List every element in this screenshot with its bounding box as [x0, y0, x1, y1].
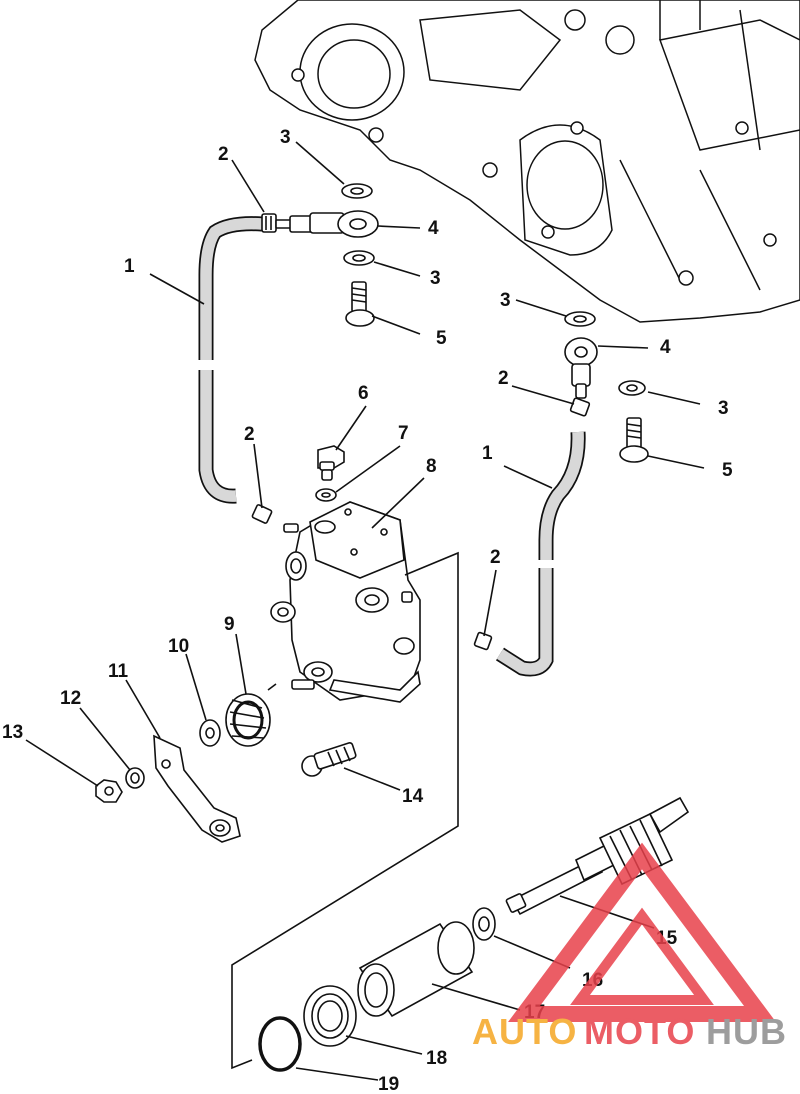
drive-gear-shaft	[505, 796, 690, 916]
return-spring	[225, 683, 277, 747]
banjo-bolt-left	[345, 281, 375, 327]
callout-6: 6	[358, 383, 369, 404]
hose-clamp-right-upper	[569, 397, 591, 417]
callout-19: 19	[378, 1074, 399, 1094]
lock-washer	[125, 767, 145, 789]
thrust-washer	[199, 719, 221, 747]
banjo-fitting-right	[564, 337, 598, 399]
callout-2-right-lower: 2	[490, 547, 501, 568]
callout-5-right: 5	[722, 460, 733, 481]
hose-left-lower	[198, 370, 237, 504]
washer-left-bottom	[343, 250, 375, 266]
callout-7: 7	[398, 423, 409, 444]
control-lever	[153, 734, 241, 843]
automotohub-watermark: AUTO MOTO HUB	[472, 842, 787, 1052]
leader-lines	[25, 141, 705, 1081]
mounting-bolt	[301, 742, 357, 777]
hex-nut	[95, 779, 123, 803]
callout-11: 11	[108, 661, 129, 682]
watermark-text-hub: HUB	[706, 1011, 787, 1052]
callout-8: 8	[426, 456, 437, 477]
shaft-washer	[472, 907, 496, 941]
watermark-triangle-logo	[508, 842, 776, 1022]
callout-4-right: 4	[660, 337, 671, 358]
inset-frame	[231, 551, 459, 1070]
callout-3-right-bottom: 3	[718, 398, 729, 419]
watermark-text-moto: MOTO	[584, 1011, 695, 1052]
callout-4-left: 4	[428, 218, 439, 239]
callout-10: 10	[168, 636, 189, 657]
callout-3-left-top: 3	[280, 127, 291, 148]
callout-2-left: 2	[244, 424, 255, 445]
callout-12: 12	[60, 688, 81, 709]
oil-pump-body	[270, 501, 421, 703]
callout-2-right-upper: 2	[498, 368, 509, 389]
hose-clamp-left	[251, 504, 273, 524]
washer-right-bottom	[618, 380, 646, 396]
callout-18: 18	[426, 1048, 447, 1069]
washer-right-top	[564, 311, 596, 327]
callout-9: 9	[224, 614, 235, 635]
hose-clamp-top	[261, 213, 277, 233]
pump-shaft	[291, 679, 315, 690]
callout-14: 14	[402, 786, 424, 807]
callout-2-top: 2	[218, 144, 229, 165]
sealing-washer	[315, 488, 337, 502]
hose-right-upper	[538, 431, 586, 560]
engine-cylinder-head	[254, 0, 800, 323]
callout-3-left-bottom: 3	[430, 268, 441, 289]
banjo-bolt-right	[619, 417, 649, 463]
callout-3-right-top: 3	[500, 290, 511, 311]
o-ring	[258, 1016, 302, 1072]
callout-13: 13	[2, 722, 23, 743]
callout-5-left: 5	[436, 328, 447, 349]
hose-right-lower	[495, 568, 554, 677]
watermark-text-auto: AUTO	[472, 1011, 577, 1052]
callout-1-left: 1	[124, 256, 135, 277]
hose-clamp-right-lower	[473, 631, 493, 651]
callout-1-right: 1	[482, 443, 493, 464]
washer-left-top	[341, 183, 373, 199]
banjo-fitting-left	[275, 210, 379, 238]
hose-left-upper	[198, 216, 263, 360]
oil-seal	[303, 985, 357, 1047]
bushing-sleeve	[357, 921, 475, 1018]
bleed-screw	[317, 445, 345, 481]
